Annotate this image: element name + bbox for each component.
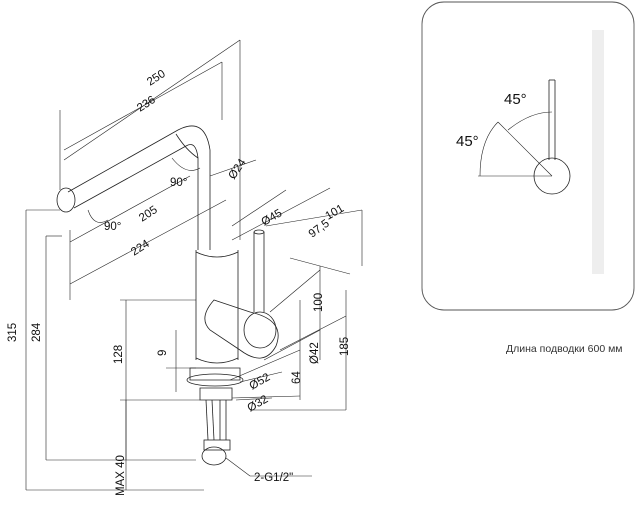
- dim-thread: 2-G1/2": [254, 472, 293, 484]
- dimension-lines: [25, 39, 363, 491]
- dim-diameter-52: Ø52: [248, 371, 273, 392]
- faucet-lever: [204, 229, 279, 359]
- dim-101: 101: [324, 203, 347, 223]
- dim-9: 9: [157, 350, 169, 356]
- dim-diameter-45: Ø45: [260, 207, 285, 228]
- lever-panel-labels: 45° 45°: [456, 91, 527, 150]
- dim-100: 100: [313, 293, 325, 312]
- dimension-labels: 250 236 205 224 Ø24 Ø45 101 97,5 100 Ø42…: [7, 68, 351, 496]
- dim-128: 128: [113, 345, 125, 364]
- angle-top-label: 45°: [504, 91, 527, 108]
- dim-284: 284: [31, 322, 43, 342]
- dim-185: 185: [339, 337, 351, 356]
- dim-250: 250: [145, 68, 168, 89]
- angle-spout-tip: 90°: [104, 221, 121, 233]
- dim-diameter-24: Ø24: [227, 156, 249, 181]
- supply-hoses: [201, 399, 231, 466]
- panel-bar: [592, 30, 604, 274]
- faucet-body: [195, 250, 239, 364]
- lever-panel: [421, 1, 635, 311]
- dim-236: 236: [135, 94, 158, 115]
- hose-length-caption: Длина подводки 600 мм: [506, 343, 623, 355]
- angle-arcs: [87, 157, 201, 223]
- faucet-base: [186, 367, 244, 401]
- faucet-spout: [56, 125, 211, 250]
- dim-205: 205: [137, 204, 160, 225]
- angle-left-label: 45°: [456, 133, 479, 150]
- dim-224: 224: [129, 238, 152, 259]
- angle-spout-bend: 90°: [170, 177, 187, 189]
- dim-diameter-42: Ø42: [309, 342, 321, 364]
- dim-max-40: MAX 40: [115, 455, 127, 496]
- dim-diameter-32: Ø32: [246, 393, 271, 414]
- dim-64: 64: [291, 371, 303, 384]
- dim-315: 315: [7, 323, 19, 342]
